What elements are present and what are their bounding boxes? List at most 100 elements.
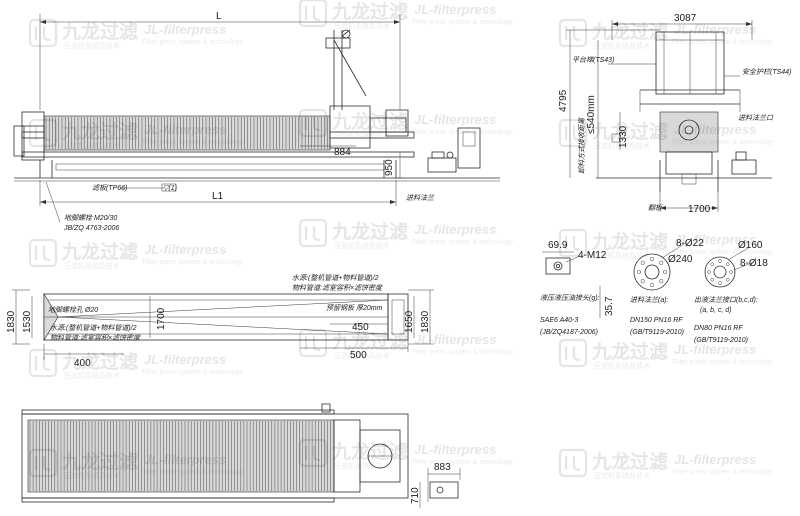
watermark-en-sub: Filter press system & technology [142,139,244,146]
watermark-en: JL-filterpress [144,242,226,257]
watermark: 九龙过滤 JL-filterpress 压滤机系统及技术 Filter press s… [558,118,774,150]
watermark-logo [298,438,328,468]
front-view: L [13,11,500,232]
watermark-logo [558,118,588,148]
note-right-1: 水源:(整机管道+物料管道)/2 [292,274,379,282]
watermark-cn: 九龙过滤 [591,120,668,143]
dim-1330-label: 1330 [618,125,629,148]
watermark-cn-sub: 压滤机系统及技术 [334,461,390,470]
plate-note: 滤板(TP66) [92,184,127,192]
watermark-en-sub: Filter press system & technology [672,359,774,366]
watermark-en: JL-filterpress [674,122,756,137]
d3-sub: (a, b, c, d) [700,307,732,314]
dim-1650-label: 1650 [404,310,415,333]
watermark-en: JL-filterpress [674,342,756,357]
watermark-en: JL-filterpress [414,442,496,457]
d2-22-label: 8-Ø22 [676,238,704,249]
dim-l1-label: L1 [212,191,224,202]
watermark-logo [298,218,328,248]
cn-right-note: 进料法兰口 [738,114,774,122]
dim-1830-right-label: 1830 [420,310,431,333]
watermark-en: JL-filterpress [414,222,496,237]
dim-884-label: 884 [334,147,351,158]
bolt-hole [718,259,722,263]
watermark-logo [28,18,58,48]
watermark-cn: 九龙过滤 [331,220,408,243]
watermark-cn: 九龙过滤 [331,440,408,463]
watermark-cn: 九龙过滤 [61,20,138,43]
watermark-en-sub: Filter press system & technology [672,39,774,46]
watermark-en: JL-filterpress [144,122,226,137]
bolt-hole [726,278,730,282]
watermark-logo [28,118,58,148]
flange1-holes [636,256,668,288]
note-left-1: 水源:(整机管道+物料管道)/2 [50,324,137,332]
watermark-cn: 九龙过滤 [591,450,668,473]
dim-500-label: 500 [350,350,367,361]
dim-4795-label: 4795 [558,89,569,112]
note-right-2: 物料管道:滤室容积×滤饼密度 [292,284,383,292]
watermark-logo [28,448,58,478]
watermark-en-sub: Filter press system & technology [412,19,514,26]
front-plates [45,117,328,149]
watermark-logo-mark [304,336,321,352]
watermark-logo-mark [34,246,51,262]
bolt-hole [659,260,664,265]
dim-1830-left-label: 1830 [6,310,17,333]
dim-1700-plan-label: 1700 [156,307,167,330]
watermark-cn: 九龙过滤 [331,0,408,23]
bolt-hole [726,262,730,266]
watermark-logo [298,328,328,358]
watermark-logo-mark [564,236,581,252]
watermark-logo [28,348,58,378]
bolt-hole [729,270,733,274]
bolt-hole [640,279,645,284]
note-right-3: 预留钢板 厚20mm [326,304,383,312]
watermark-logo [28,238,58,268]
dim-450-label: 450 [352,322,369,333]
watermark-en-sub: Filter press system & technology [142,39,244,46]
watermark-cn-sub: 压滤机系统及技术 [594,251,650,260]
bolt-hole [662,269,668,275]
watermark-cn-sub: 压滤机系统及技术 [594,361,650,370]
watermark-logo [558,338,588,368]
watermark-logo [298,108,328,138]
watermark-cn-sub: 压滤机系统及技术 [334,131,390,140]
watermark-en-sub: Filter press system & technology [672,139,774,146]
watermark-logo-mark [304,226,321,242]
note-bolt: 地脚螺栓孔 Ø20 [48,306,98,314]
watermark-en: JL-filterpress [144,352,226,367]
bolt-hole [636,269,642,275]
bolt-hole [710,262,714,266]
watermark-layer: 九龙过滤 JL-filterpress 压滤机系统及技术 Filter press s… [28,0,774,480]
watermark-cn-sub: 压滤机系统及技术 [64,471,120,480]
watermark-cn-sub: 压滤机系统及技术 [334,21,390,30]
watermark-cn-sub: 压滤机系统及技术 [594,141,650,150]
d3-std-2: (GB/T9119-2010) [694,337,748,344]
watermark-cn-sub: 压滤机系统及技术 [64,141,120,150]
d3-160-label: Ø160 [738,240,763,251]
bottom-plates [29,421,335,491]
watermark-cn: 九龙过滤 [331,110,408,133]
watermark-logo-mark [34,356,51,372]
flange2-holes [707,259,733,285]
watermark-logo [298,0,328,28]
watermark-cn-sub: 压滤机系统及技术 [64,261,120,270]
watermark-en: JL-filterpress [144,452,226,467]
watermark-logo [558,18,588,48]
d2-std-2: (GB/T9119-2010) [630,329,684,336]
pipe-note: 进料法兰 [406,194,435,202]
bolt-hole [718,281,722,285]
watermark-en: JL-filterpress [674,22,756,37]
bolt-hole [649,282,655,288]
watermark-cn-sub: 压滤机系统及技术 [334,351,390,360]
